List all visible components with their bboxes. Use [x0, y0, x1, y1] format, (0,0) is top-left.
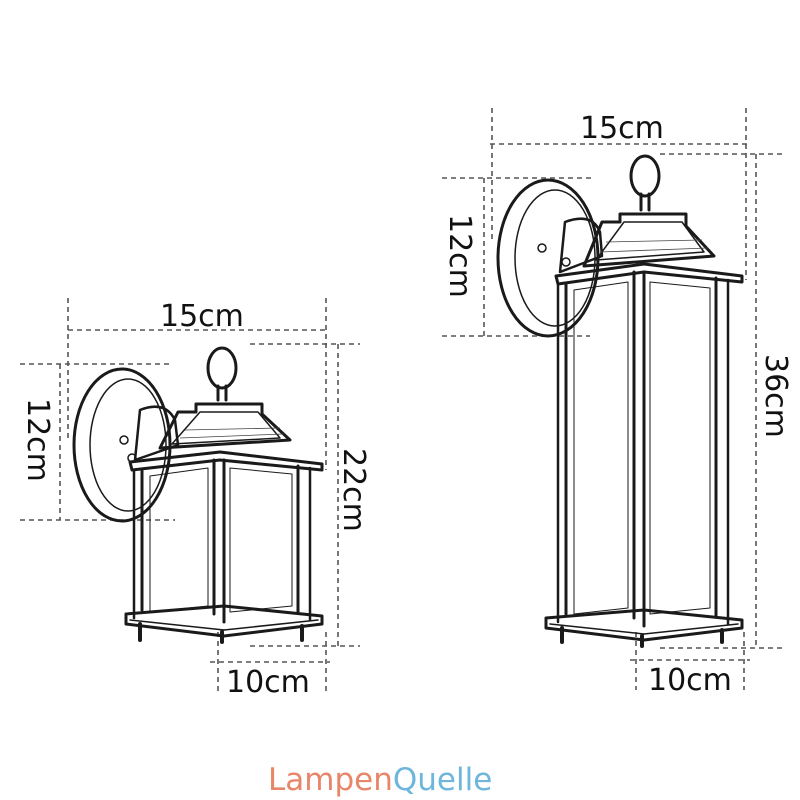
small-lamp-drawing — [72, 346, 324, 644]
large-lamp: 15cm 12cm 36cm 10cm — [442, 108, 793, 698]
large-lamp-dimension-lines — [442, 108, 782, 690]
small-height-label: 22cm — [336, 448, 371, 532]
brand-part2: Quelle — [393, 762, 492, 798]
large-height-label: 36cm — [758, 354, 793, 438]
small-lamp: 15cm 12cm 22cm 10cm — [20, 298, 371, 700]
brand-part1: Lampen — [268, 762, 393, 798]
large-backplate-label: 12cm — [442, 214, 477, 298]
brand-logo: LampenQuelle — [268, 762, 492, 798]
large-base-label: 10cm — [648, 663, 732, 698]
small-width-label: 15cm — [160, 299, 244, 334]
small-backplate-label: 12cm — [20, 398, 55, 482]
large-width-label: 15cm — [580, 111, 664, 146]
small-base-label: 10cm — [226, 665, 310, 700]
large-lamp-drawing — [496, 154, 744, 648]
small-lamp-dimension-lines — [20, 298, 360, 695]
